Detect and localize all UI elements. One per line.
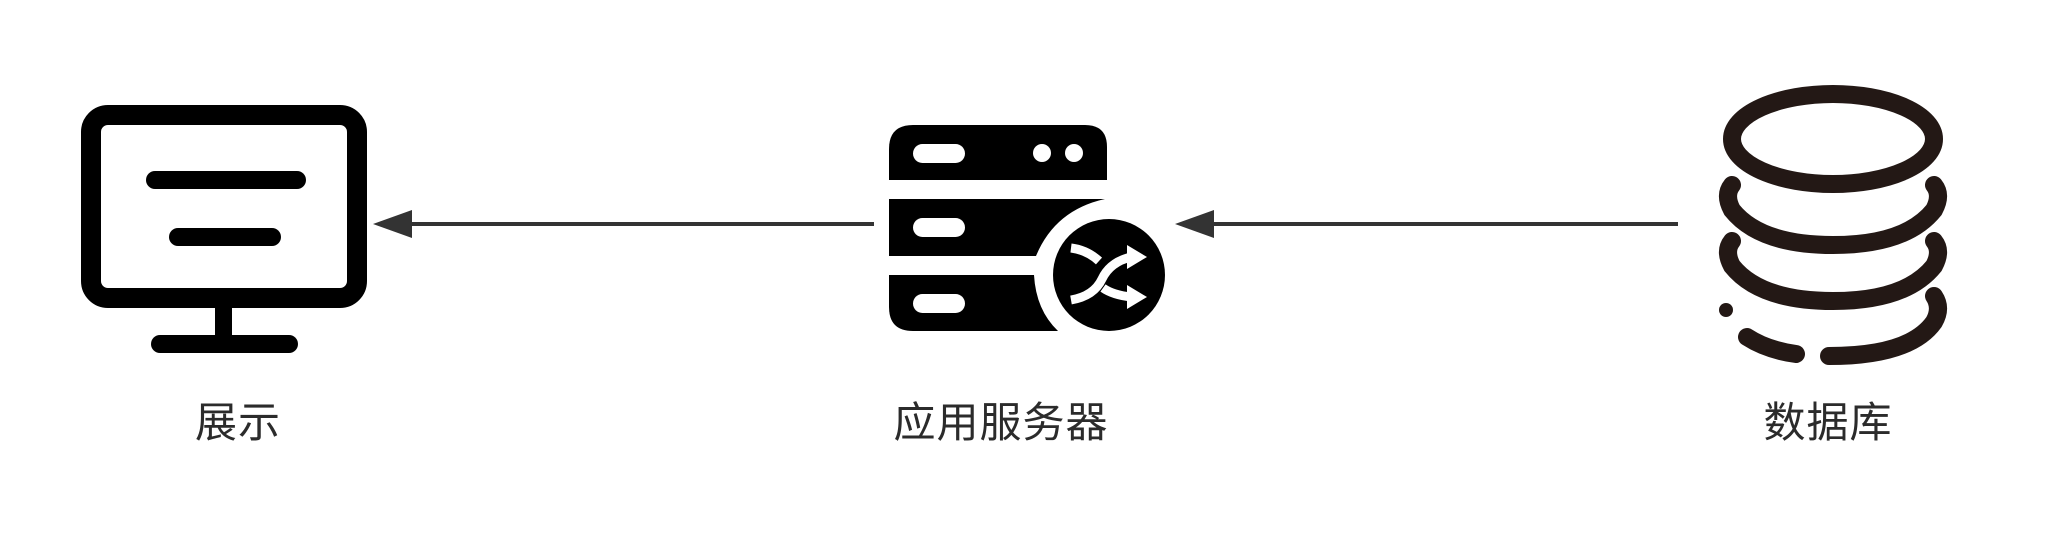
arrow-server-to-display <box>373 210 874 238</box>
monitor-icon <box>81 105 367 353</box>
label-app-server: 应用服务器 <box>893 398 1109 447</box>
label-database: 数据库 <box>1763 398 1893 447</box>
database-icon <box>1719 85 1947 365</box>
server-sync-icon <box>889 125 1165 331</box>
arrow-database-to-server <box>1175 210 1678 238</box>
label-display: 展示 <box>194 398 282 447</box>
